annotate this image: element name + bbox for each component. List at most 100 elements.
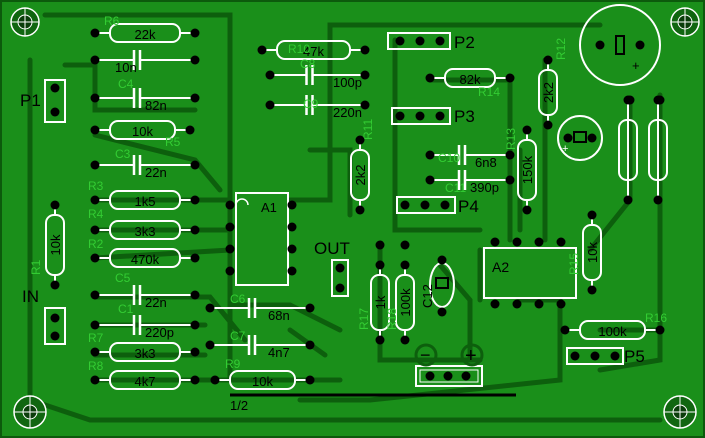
resistor-ref: R4 <box>88 207 104 221</box>
solder-pad <box>563 133 573 143</box>
resistor-ref: R6 <box>104 14 120 28</box>
resistor-value: 47k <box>303 44 324 59</box>
capacitor-ref: C6 <box>230 292 246 306</box>
resistor-value: 3k3 <box>135 224 156 239</box>
capacitor-ref: C3 <box>115 147 131 161</box>
solder-pad <box>50 200 60 210</box>
resistor-ref: R15 <box>567 253 581 275</box>
solder-pad <box>443 371 453 381</box>
solder-pad <box>400 240 410 250</box>
solder-pad <box>556 299 566 309</box>
resistor-value: 10k <box>252 374 273 389</box>
resistor-r3: 1k5 R3 <box>88 179 195 210</box>
resistor-value: 2k2 <box>353 165 368 186</box>
solder-pad <box>50 313 60 323</box>
svg-text:+: + <box>632 58 640 73</box>
solder-pad <box>305 340 315 350</box>
solder-pad <box>560 325 570 335</box>
solder-pad <box>305 303 315 313</box>
solder-pad <box>415 111 425 121</box>
solder-pad <box>425 175 435 185</box>
solder-pad <box>90 160 100 170</box>
solder-pad <box>375 240 385 250</box>
solder-pad <box>625 95 635 105</box>
solder-pad <box>90 375 100 385</box>
ic-a2-label: A2 <box>492 259 509 275</box>
capacitor-value: 390p <box>470 180 499 195</box>
resistor-value: 1k5 <box>135 194 156 209</box>
solder-pad <box>556 237 566 247</box>
solder-pad <box>190 28 200 38</box>
resistor-ref: R16 <box>645 311 667 325</box>
capacitor-value: 220p <box>145 325 174 340</box>
solder-pad <box>265 100 275 110</box>
solder-pad <box>190 320 200 330</box>
capacitor-value: 82n <box>145 98 167 113</box>
solder-pad <box>90 93 100 103</box>
resistor-value: 100k <box>398 288 413 317</box>
solder-pad <box>287 266 297 276</box>
capacitor-c5: 22n C5 <box>95 271 195 310</box>
capacitor-ref: C8 <box>300 57 316 71</box>
solder-pad <box>505 175 515 185</box>
resistor-value: 82k <box>460 72 481 87</box>
solder-pad <box>287 222 297 232</box>
solder-pad <box>653 195 663 205</box>
solder-pad <box>90 225 100 235</box>
solder-pad <box>587 210 597 220</box>
capacitor-value: 10n <box>115 60 137 75</box>
solder-pad <box>505 150 515 160</box>
capacitor-value: C12 <box>420 284 435 308</box>
solder-pad <box>225 266 235 276</box>
connector-in <box>44 307 66 345</box>
solder-pad <box>205 303 215 313</box>
svg-text:−: − <box>420 345 431 365</box>
solder-pad <box>50 280 60 290</box>
solder-pad <box>435 111 445 121</box>
label-p4: P4 <box>458 197 479 216</box>
resistor-ref: R3 <box>88 179 104 193</box>
capacitor-value: 22n <box>145 295 167 310</box>
solder-pad <box>90 290 100 300</box>
connector-p5 <box>566 347 624 365</box>
capacitor-ref: C7 <box>230 329 246 343</box>
solder-pad <box>635 40 645 50</box>
capacitor-ref: C9 <box>303 97 319 111</box>
label-out: OUT <box>314 239 350 258</box>
solder-pad <box>305 375 315 385</box>
connector-out <box>331 259 349 297</box>
resistor-ref: R12 <box>554 38 568 60</box>
solder-pad <box>225 222 235 232</box>
solder-pad <box>655 95 665 105</box>
solder-pad <box>190 225 200 235</box>
connector-p2 <box>387 32 451 50</box>
solder-pad <box>425 73 435 83</box>
solder-pad <box>190 195 200 205</box>
resistor-body <box>648 100 668 200</box>
solder-pad <box>50 331 60 341</box>
solder-pad <box>225 244 235 254</box>
solder-pad <box>437 255 447 265</box>
copper-traces <box>27 12 663 423</box>
solder-pad <box>587 133 597 143</box>
capacitor-ref: C5 <box>115 271 131 285</box>
solder-pad <box>50 83 60 93</box>
solder-pad <box>287 200 297 210</box>
minus-mark: − <box>414 343 438 367</box>
solder-pad <box>587 285 597 295</box>
solder-pad <box>360 70 370 80</box>
solder-pad <box>210 375 220 385</box>
solder-pad <box>512 299 522 309</box>
